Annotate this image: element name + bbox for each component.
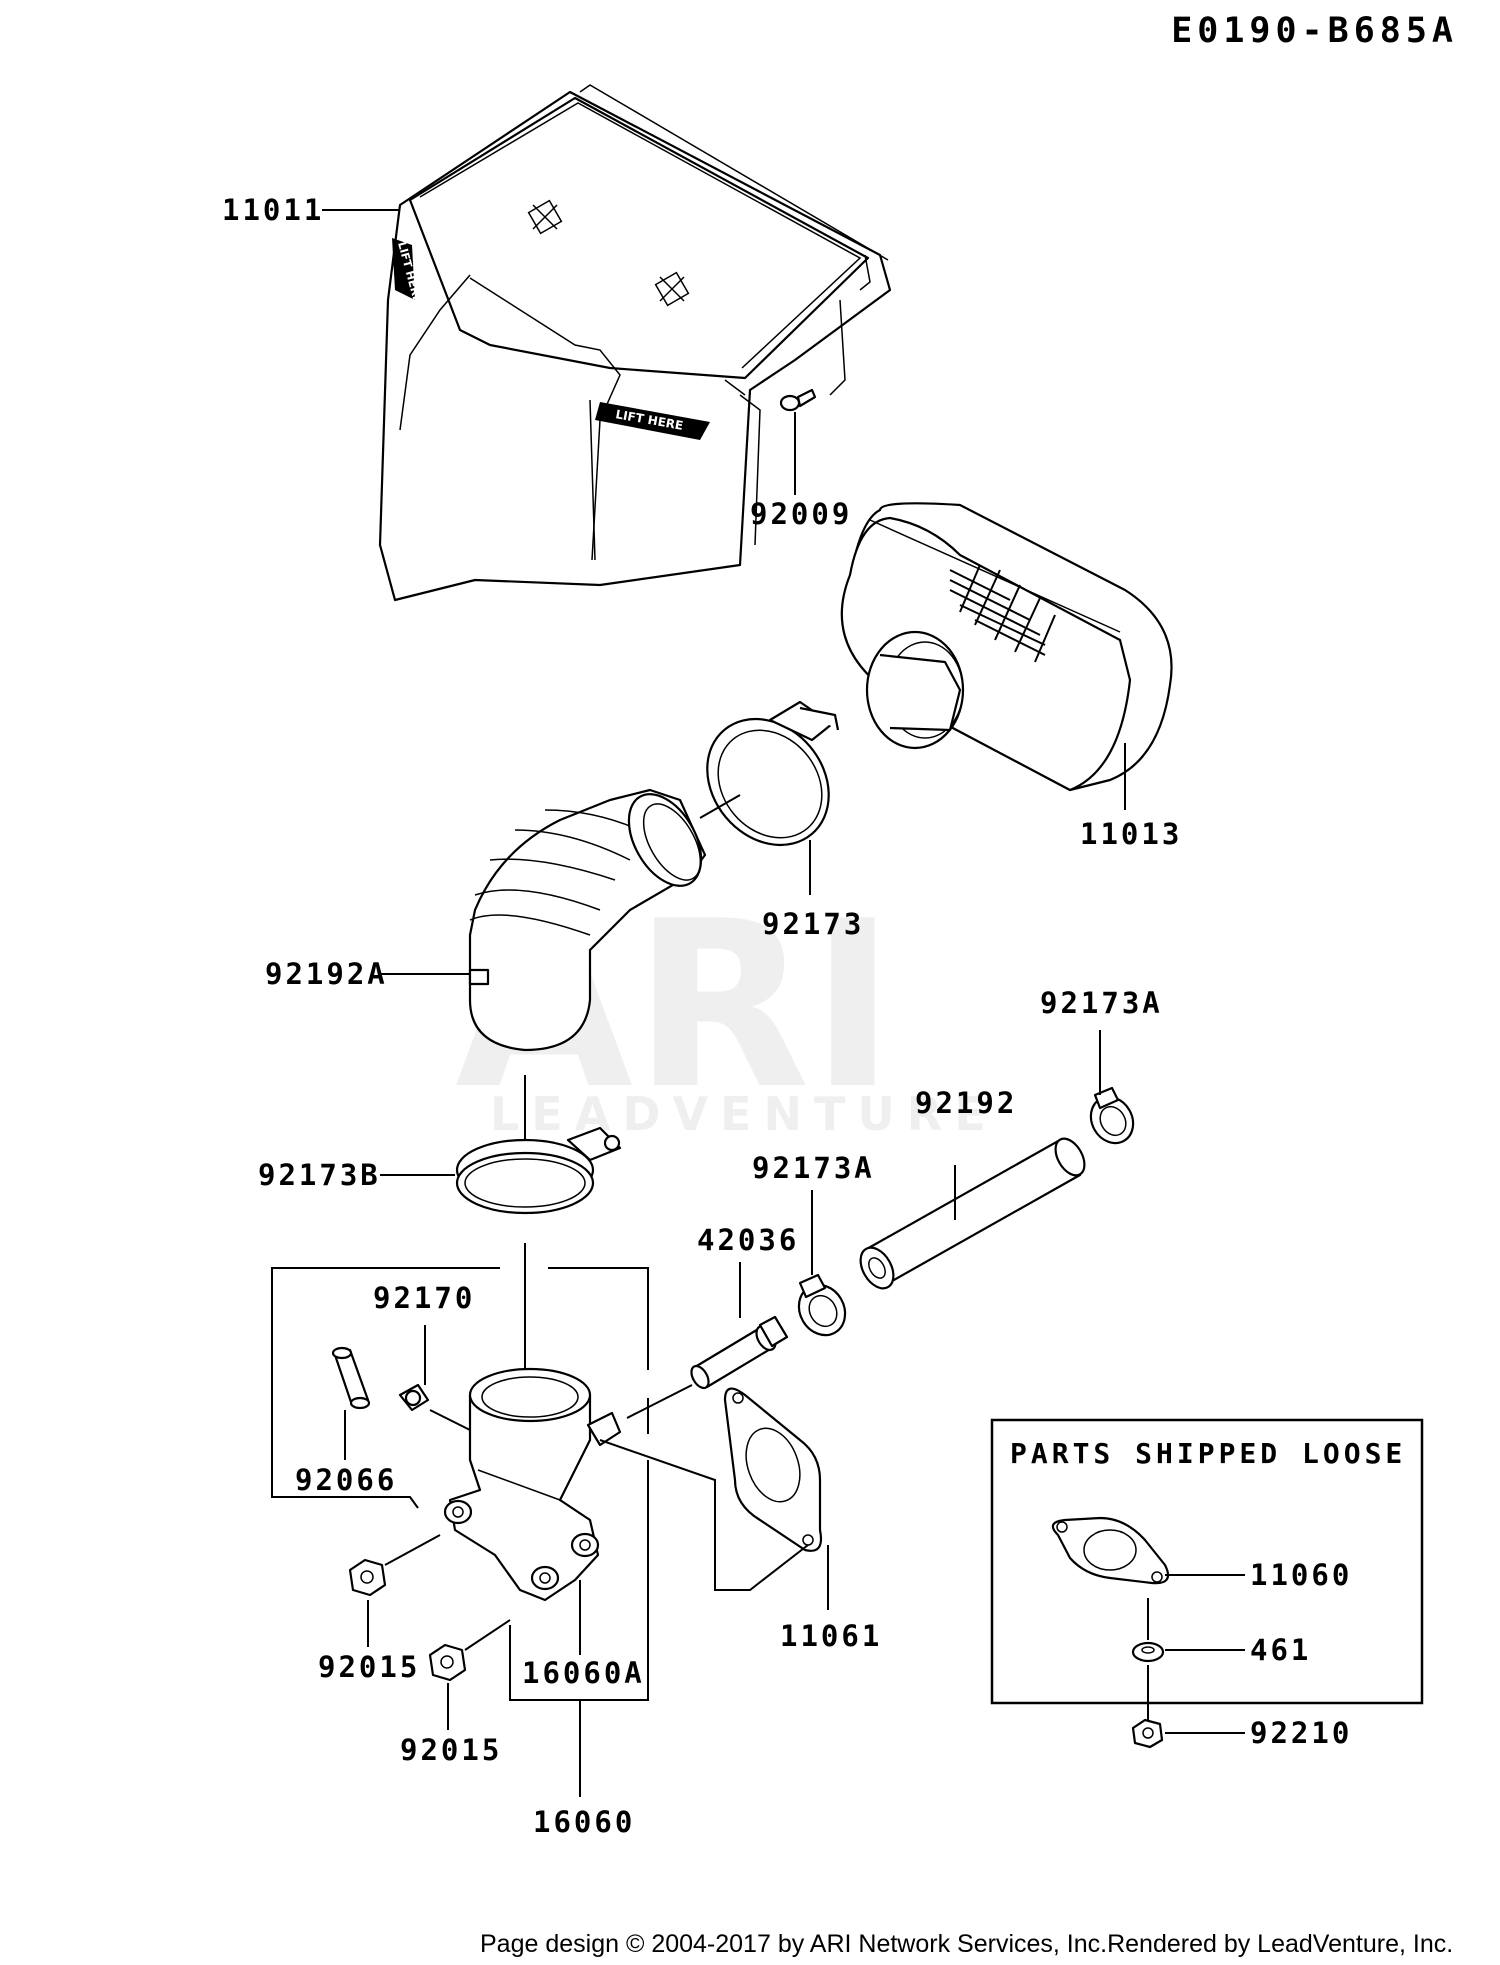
label-92173B[interactable]: 92173B [258,1158,381,1192]
part-cover-11011[interactable]: LIFT HERE LIFT HERE [378,84,892,602]
part-gasket-11060[interactable] [1051,1516,1170,1585]
part-washer-461[interactable] [1131,1641,1165,1663]
part-gasket-11061[interactable] [723,1387,823,1552]
part-clamp-92173B[interactable] [455,1126,622,1215]
label-92009[interactable]: 92009 [750,497,852,531]
label-11013[interactable]: 11013 [1080,817,1182,851]
part-screw-92009[interactable] [779,388,817,412]
parts-shipped-loose-title: PARTS SHIPPED LOOSE [1010,1437,1406,1470]
label-92173A-right[interactable]: 92173A [1040,986,1163,1020]
vent-grid-icon [527,199,690,307]
watermark-brand: LEADVENTURE [490,1087,998,1141]
diagram-code: E0190-B685A [1171,11,1458,51]
label-11061[interactable]: 11061 [780,1619,882,1653]
label-92015-b[interactable]: 92015 [400,1733,502,1767]
part-manifold-16060A[interactable] [443,1367,622,1602]
part-plug-92066[interactable] [331,1346,371,1410]
part-nut-92015-b[interactable] [428,1643,467,1682]
label-92015-a[interactable]: 92015 [318,1650,420,1684]
label-92192A[interactable]: 92192A [265,957,388,991]
part-hose-92192[interactable] [854,1134,1091,1294]
label-16060A[interactable]: 16060A [522,1656,645,1690]
label-16060[interactable]: 16060 [533,1805,635,1839]
bracket-16060 [271,1267,500,1509]
label-42036[interactable]: 42036 [697,1223,799,1257]
label-92170[interactable]: 92170 [373,1281,475,1315]
parts-shipped-loose-panel: PARTS SHIPPED LOOSE 11060 461 92210 [990,1418,1424,1750]
part-filter-11013[interactable] [840,502,1173,792]
footer-credit: Page design © 2004-2017 by ARI Network S… [480,1930,1453,1958]
label-11060[interactable]: 11060 [1250,1558,1352,1592]
label-92173[interactable]: 92173 [762,907,864,941]
label-92173A-mid[interactable]: 92173A [752,1151,875,1185]
part-clamp-92173A-right[interactable] [1083,1086,1142,1151]
label-11011[interactable]: 11011 [222,193,324,227]
label-92192[interactable]: 92192 [915,1086,1017,1120]
part-fitting-42036[interactable] [688,1315,789,1391]
label-461[interactable]: 461 [1250,1633,1311,1667]
part-nut-92210[interactable] [1131,1718,1164,1749]
part-nut-92015-a[interactable] [348,1558,387,1597]
label-92066[interactable]: 92066 [295,1463,397,1497]
part-clamp-92173[interactable] [682,695,854,870]
part-elbow-92192A[interactable] [468,782,716,1052]
part-clamp-92173A-mid[interactable] [790,1273,854,1344]
part-clamp-92170[interactable] [398,1383,430,1412]
label-92210[interactable]: 92210 [1250,1716,1352,1750]
mesh-grid-icon [949,564,1056,663]
